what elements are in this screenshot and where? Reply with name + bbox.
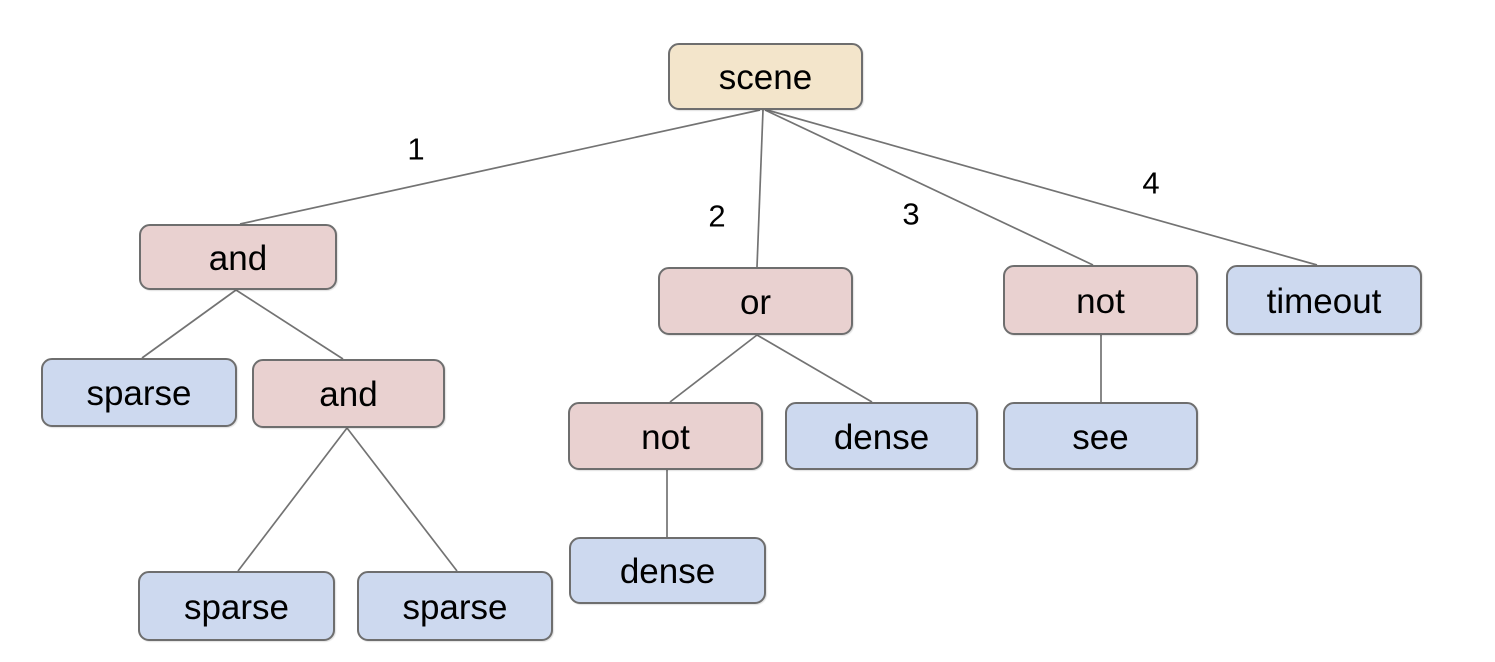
edge-scene-or1 bbox=[756, 109, 764, 268]
node-label: sparse bbox=[86, 374, 192, 413]
tree-node-not1: not bbox=[1003, 265, 1198, 335]
node-label: not bbox=[641, 417, 690, 457]
edge-and1-sparse1 bbox=[141, 289, 237, 359]
edge-scene-timeout bbox=[766, 109, 1318, 266]
tree-node-sparse2: sparse bbox=[138, 571, 335, 641]
edge-and1-and2 bbox=[235, 289, 344, 360]
node-label: sparse bbox=[402, 587, 508, 627]
tree-node-and1: and bbox=[139, 224, 337, 290]
tree-node-see1: see bbox=[1003, 402, 1198, 470]
tree-node-and2: and bbox=[252, 359, 445, 428]
edge-label-1: 1 bbox=[407, 132, 424, 167]
tree-node-dense1: dense bbox=[785, 402, 978, 470]
tree-node-sparse1: sparse bbox=[41, 358, 237, 427]
edge-and2-sparse3 bbox=[346, 427, 458, 572]
node-label: dense bbox=[619, 552, 716, 591]
node-label: not bbox=[1076, 281, 1125, 321]
node-label: dense bbox=[833, 417, 930, 457]
node-label: see bbox=[1072, 417, 1129, 457]
edge-label-4: 4 bbox=[1142, 166, 1159, 201]
node-label: or bbox=[739, 282, 772, 322]
tree-node-scene: scene bbox=[668, 43, 863, 110]
edge-and2-sparse2 bbox=[237, 427, 348, 572]
edge-or1-not2 bbox=[669, 334, 758, 403]
edge-scene-and1 bbox=[239, 109, 761, 225]
node-label: and bbox=[208, 238, 268, 278]
tree-node-not2: not bbox=[568, 402, 763, 470]
tree-node-or1: or bbox=[658, 267, 853, 335]
node-label: sparse bbox=[183, 587, 290, 627]
edge-scene-not1 bbox=[764, 109, 1094, 266]
node-label: scene bbox=[718, 58, 813, 97]
node-label: and bbox=[319, 375, 378, 414]
tree-node-timeout: timeout bbox=[1226, 265, 1422, 335]
edge-label-3: 3 bbox=[902, 197, 919, 232]
edge-label-2: 2 bbox=[708, 199, 725, 234]
tree-node-dense2: dense bbox=[569, 537, 766, 604]
node-label: timeout bbox=[1266, 281, 1382, 321]
tree-node-sparse3: sparse bbox=[357, 571, 553, 641]
edge-or1-dense1 bbox=[756, 334, 873, 403]
